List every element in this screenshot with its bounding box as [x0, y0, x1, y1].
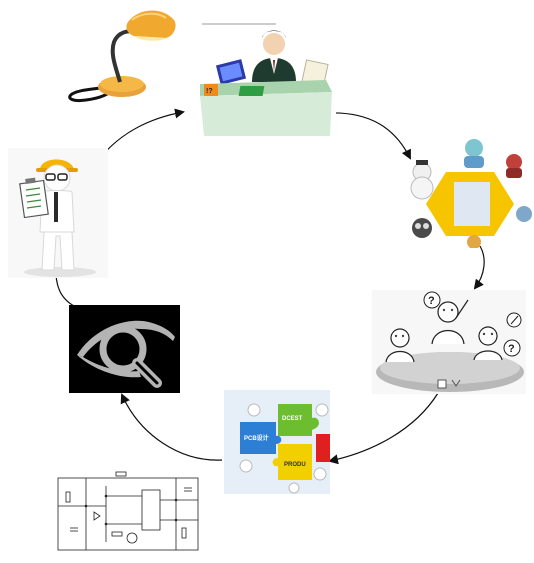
svg-text:!?: !?	[206, 88, 213, 95]
character-snowman	[410, 160, 434, 200]
office-worker-desk: !?	[196, 20, 336, 138]
character-right-top	[506, 154, 522, 178]
inspector-figure	[8, 148, 108, 278]
arrow-desk-to-hexagon	[329, 112, 411, 160]
character-robot	[412, 218, 432, 238]
character-top	[464, 139, 484, 168]
hexagon-team	[410, 139, 532, 248]
arrow-meeting-to-puzzle	[328, 392, 439, 465]
arrow-hexagon-to-meeting	[473, 245, 485, 290]
svg-text:?: ?	[428, 295, 435, 307]
character-right-bottom	[516, 206, 532, 222]
svg-text:?: ?	[508, 343, 515, 355]
arrow-puzzle-to-eye	[120, 393, 223, 461]
circuit-schematic	[57, 471, 199, 551]
meeting-discussion: ? ?	[372, 290, 526, 394]
desk-lamp	[68, 10, 176, 102]
puzzle-label-yellow: PRODU	[284, 462, 306, 468]
puzzle-label-blue: PCB设计	[244, 434, 269, 442]
puzzle-label-green: DCEST	[282, 416, 303, 422]
eye-magnifier-icon	[69, 305, 180, 393]
character-bottom	[467, 235, 481, 248]
question-mark-bubbles: ? ?	[423, 291, 522, 357]
puzzle-team: DCEST PCB设计 PRODU	[224, 390, 330, 494]
